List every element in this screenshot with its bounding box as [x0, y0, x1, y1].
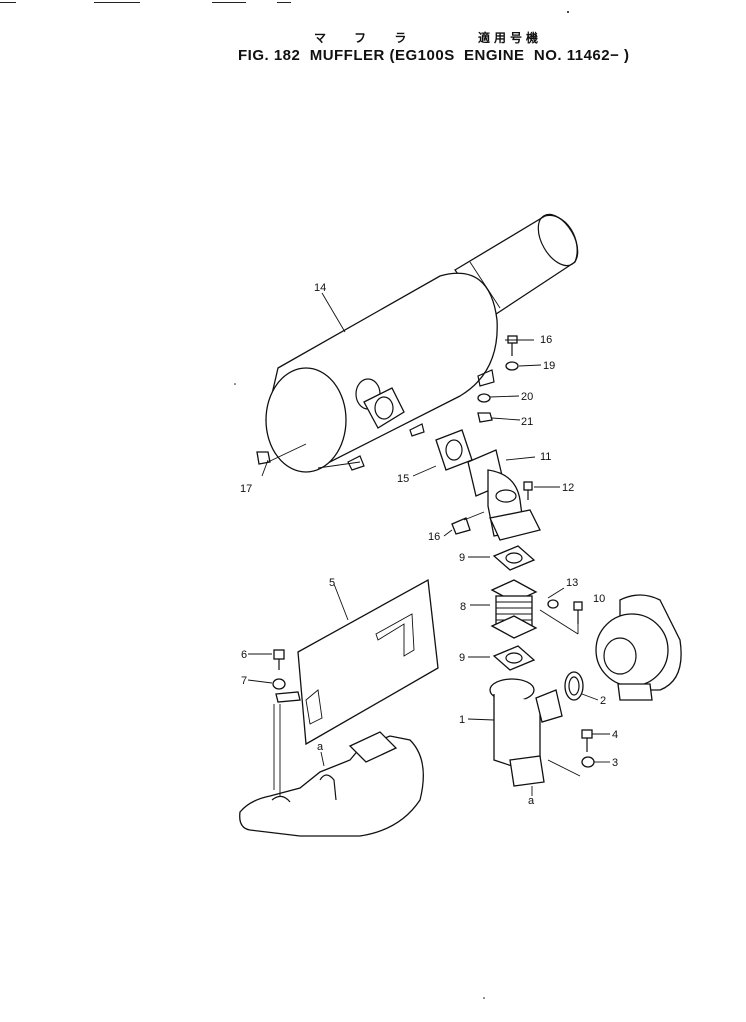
header-rule-2: [94, 2, 140, 3]
callout-13: 13: [566, 577, 578, 589]
scan-speck: [234, 383, 236, 385]
washer-7: [272, 678, 286, 690]
callout-6: 6: [241, 649, 247, 661]
elbow-1: [489, 678, 563, 787]
bellows-8: [490, 579, 538, 639]
callout-15: 15: [397, 473, 409, 485]
exhaust-manifold: [239, 731, 424, 837]
header-rule-1: [0, 2, 16, 3]
bolt-18: [507, 335, 518, 356]
gasket-ring-2: [564, 671, 584, 701]
callout-7: 7: [241, 675, 247, 687]
callout-16: 16: [428, 531, 440, 543]
bolt-4: [581, 729, 593, 752]
callout-11: 11: [540, 451, 551, 463]
muffler-body: [265, 213, 579, 473]
scan-speck: [483, 997, 485, 999]
callout-3: 3: [612, 757, 618, 769]
callout-19: 19: [543, 360, 555, 372]
gasket-9-lower: [492, 645, 536, 671]
bolt-12: [523, 481, 533, 500]
callout-20: 20: [521, 391, 533, 403]
callout-4: 4: [612, 729, 618, 741]
callout-a-right: a: [528, 795, 535, 807]
callout-10: 10: [593, 593, 605, 605]
callout-a-left: a: [317, 741, 324, 753]
nut-21: [477, 412, 493, 423]
leader-lines: [247, 292, 610, 796]
callout-8: 8: [460, 601, 466, 613]
title-japanese-applicable: 適用号機: [478, 31, 543, 45]
callout-9-lower: 9: [459, 652, 465, 664]
figure-title: FIG. 182 MUFFLER (EG100S ENGINE NO. 1146…: [238, 47, 630, 64]
washer-3: [581, 756, 595, 768]
header-rule-4: [277, 2, 291, 3]
callout-1: 1: [459, 714, 465, 726]
bracket: [275, 691, 301, 703]
callout-14: 14: [314, 282, 326, 294]
callout-labels: 14 16 19 20 21 17 15 11 12 16 9 13 10 8 …: [240, 282, 618, 807]
nut-17: [256, 451, 271, 465]
gasket-15: [435, 429, 473, 471]
gasket-9-upper: [492, 545, 536, 571]
scan-speck: [567, 11, 569, 13]
elbow-11: [467, 449, 541, 541]
nut-13: [547, 599, 559, 609]
bolt-16-lower: [451, 517, 471, 535]
bolt-6: [273, 649, 285, 670]
callout-21: 21: [521, 416, 533, 428]
callout-12: 12: [562, 482, 574, 494]
callout-18: 16: [540, 334, 552, 346]
header-rule-3: [212, 2, 246, 3]
washer-19: [505, 361, 519, 371]
turbocharger: [595, 594, 682, 701]
bolt-10: [573, 601, 583, 624]
heat-shield-5: [297, 578, 439, 746]
callout-9-upper: 9: [459, 552, 465, 564]
callout-2: 2: [600, 695, 606, 707]
callout-17: 17: [240, 483, 252, 495]
title-japanese: マ フ ラ: [314, 31, 419, 45]
washer-20: [477, 393, 491, 403]
callout-5: 5: [329, 577, 335, 589]
